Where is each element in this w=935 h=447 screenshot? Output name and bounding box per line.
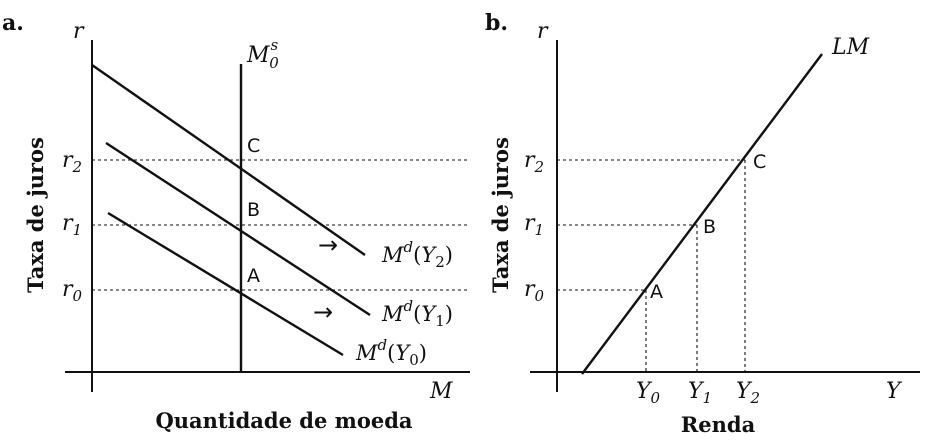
panel-a-tick-r2: r2 xyxy=(62,148,82,176)
panel-b-y-axis-title: Taxa de juros xyxy=(488,137,513,293)
lm-curve xyxy=(581,53,823,375)
money-demand-y0-curve xyxy=(107,211,344,357)
shift-arrow-upper: → xyxy=(318,231,338,259)
panel-b-x-axis-symbol: Y xyxy=(886,379,903,404)
panel-a-y-axis-title: Taxa de juros xyxy=(23,137,48,293)
point-a-label: A xyxy=(247,265,260,287)
panel-a-x-axis-title: Quantidade de moeda xyxy=(156,408,413,433)
money-demand-y1-label: Md(Y1) xyxy=(381,297,453,330)
money-demand-y1-curve xyxy=(105,141,371,317)
panel-b-tick-y2: Y2 xyxy=(736,379,760,407)
panel-b-label: b. xyxy=(485,10,508,36)
panel-b-tick-y0: Y0 xyxy=(636,379,661,407)
panel-b-tick-r0: r0 xyxy=(524,277,545,305)
money-demand-y2-label: Md(Y2) xyxy=(381,238,453,271)
money-demand-y0-label: Md(Y0) xyxy=(355,336,427,369)
panel-a-label: a. xyxy=(2,10,24,36)
panel-b-y-axis-symbol: r xyxy=(537,19,549,44)
point-c-label: C xyxy=(247,135,260,157)
panel-b-tick-r2: r2 xyxy=(524,148,544,176)
panel-a-tick-r0: r0 xyxy=(62,277,83,305)
panel-b-x-axis-title: Renda xyxy=(681,412,756,437)
shift-arrow-lower: → xyxy=(313,298,333,326)
point-a-label: A xyxy=(650,281,663,303)
panel-b: b. r Y r2 r1 r0 LM C B A Y0 Y1 Y2 Taxa d… xyxy=(485,10,920,437)
panel-b-tick-y1: Y1 xyxy=(688,379,712,407)
point-b-label: B xyxy=(247,199,260,221)
money-demand-y2-curve xyxy=(91,64,366,256)
panel-a-y-axis-symbol: r xyxy=(73,19,85,44)
panel-a-tick-r1: r1 xyxy=(62,211,82,239)
point-c-label: C xyxy=(753,151,766,173)
panel-b-tick-r1: r1 xyxy=(524,211,544,239)
lm-curve-label: LM xyxy=(831,35,870,60)
point-b-label: B xyxy=(703,216,716,238)
panel-a-x-axis-symbol: M xyxy=(429,379,453,404)
